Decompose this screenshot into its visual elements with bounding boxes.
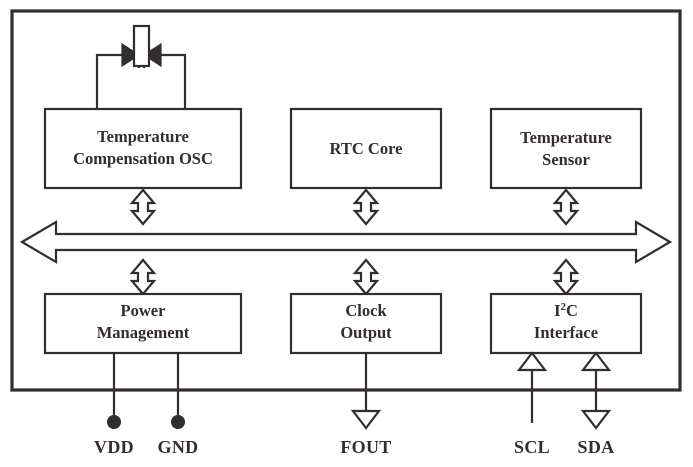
- block-power-management-rect[interactable]: [43, 292, 243, 355]
- block-temperature-compensation-osc-rect[interactable]: [43, 107, 243, 190]
- internal-bus-icon: [19, 220, 673, 264]
- pin-gnd-label: GND: [158, 437, 199, 457]
- connector-rtc-core-to-bus-icon: [352, 188, 380, 226]
- crystal-right-lead: [161, 53, 187, 109]
- block-i2c-interface-label-line1: I2C: [554, 301, 578, 320]
- pin-gnd-dot-icon: [171, 415, 185, 429]
- chip-boundary: [10, 9, 682, 392]
- pin-fout: FOUT: [340, 353, 391, 457]
- connector-bus-to-i2c-interface-icon: [552, 258, 580, 296]
- pin-scl-label: SCL: [514, 437, 550, 457]
- block-temperature-sensor-rect[interactable]: [489, 107, 643, 190]
- pin-scl-arrow-up-icon: [516, 351, 548, 372]
- connector-bus-to-power-management-icon: [129, 258, 157, 296]
- pin-vdd-dot-icon: [107, 415, 121, 429]
- connector-bus-to-clock-output-icon: [352, 258, 380, 296]
- crystal-body-icon: [132, 24, 151, 68]
- pin-vdd-label: VDD: [94, 437, 134, 457]
- pin-fout-arrow-down-icon: [350, 409, 382, 430]
- block-temperature-compensation-osc[interactable]: Temperature Compensation OSC: [43, 107, 243, 190]
- connector-osc-to-bus-icon: [129, 188, 157, 226]
- block-temperature-compensation-osc-label-line1: Temperature: [97, 127, 189, 146]
- block-i2c-interface[interactable]: I2C Interface: [489, 292, 643, 355]
- pin-gnd: GND: [158, 353, 199, 457]
- block-power-management[interactable]: Power Management: [43, 292, 243, 355]
- crystal-right-diode-icon: [142, 42, 162, 68]
- block-power-management-label-line1: Power: [121, 301, 166, 320]
- block-temperature-sensor[interactable]: Temperature Sensor: [489, 107, 643, 190]
- block-clock-output-label-line1: Clock: [345, 301, 387, 320]
- block-rtc-core-label-line1: RTC Core: [330, 139, 403, 158]
- pin-sda-arrow-down-icon: [580, 409, 612, 430]
- block-i2c-interface-label-line2: Interface: [534, 323, 598, 342]
- crystal-oscillator-symbol: [95, 24, 187, 109]
- block-i2c-interface-rect[interactable]: [489, 292, 643, 355]
- block-clock-output-label-line2: Output: [340, 323, 392, 342]
- pin-sda: SDA: [578, 351, 615, 457]
- pin-vdd: VDD: [94, 353, 134, 457]
- block-temperature-compensation-osc-label-line2: Compensation OSC: [73, 149, 213, 168]
- block-rtc-core-rect[interactable]: [289, 107, 443, 190]
- pin-sda-arrow-up-icon: [580, 351, 612, 372]
- block-clock-output[interactable]: Clock Output: [289, 292, 443, 355]
- crystal-left-lead: [95, 53, 122, 109]
- crystal-left-diode-icon: [121, 42, 141, 68]
- block-power-management-label-line2: Management: [97, 323, 190, 342]
- block-temperature-sensor-label-line1: Temperature: [520, 128, 612, 147]
- block-rtc-core[interactable]: RTC Core: [289, 107, 443, 190]
- pin-sda-label: SDA: [578, 437, 615, 457]
- connector-temp-sensor-to-bus-icon: [552, 188, 580, 226]
- pin-scl: SCL: [514, 351, 550, 457]
- pin-fout-label: FOUT: [340, 437, 391, 457]
- block-temperature-sensor-label-line2: Sensor: [542, 150, 590, 169]
